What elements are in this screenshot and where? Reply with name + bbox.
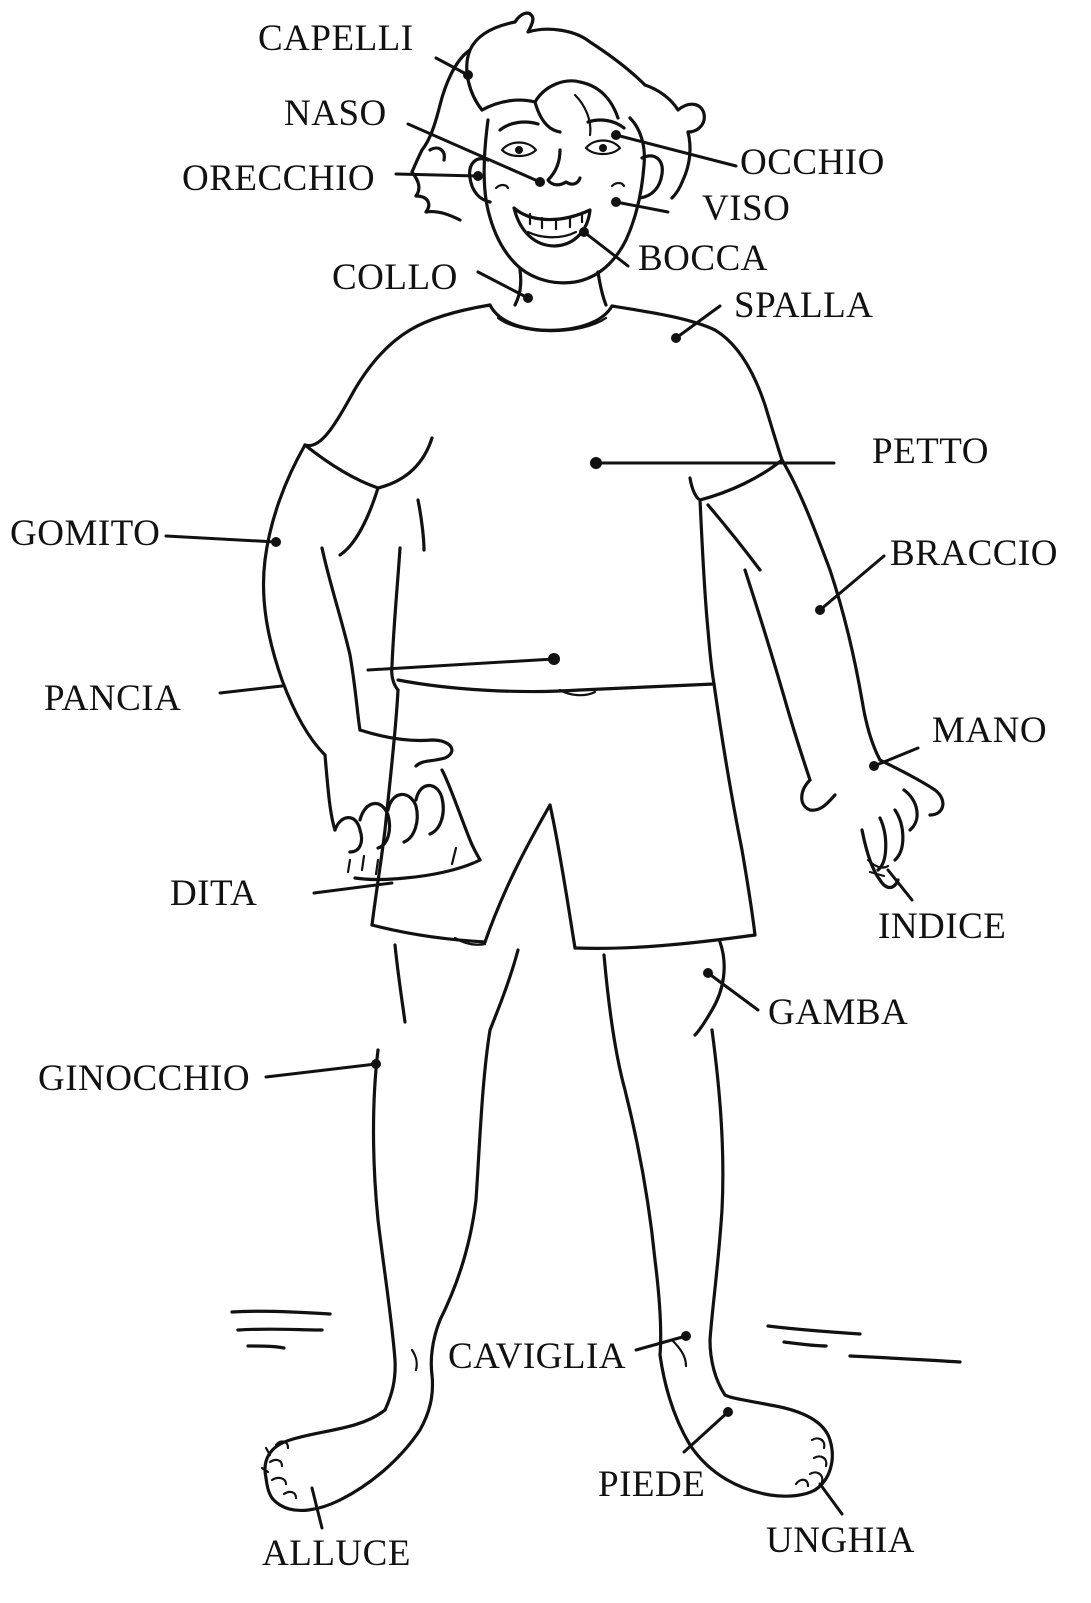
shorts-drawing xyxy=(372,684,755,948)
dot-viso xyxy=(611,197,621,207)
label-mano: MANO xyxy=(932,712,1047,749)
dot-mano xyxy=(869,761,879,771)
leader-dita xyxy=(314,883,392,893)
leader-occhio xyxy=(616,135,736,166)
right-arm-drawing xyxy=(708,460,943,888)
dot-gamba xyxy=(703,968,713,978)
leader-spalla xyxy=(676,306,720,338)
label-alluce: ALLUCE xyxy=(262,1535,411,1572)
label-naso: NASO xyxy=(284,95,387,132)
label-viso: VISO xyxy=(702,190,790,227)
label-caviglia: CAVIGLIA xyxy=(448,1338,626,1375)
label-spalla: SPALLA xyxy=(734,287,873,324)
label-collo: COLLO xyxy=(332,259,458,296)
dot-caviglia xyxy=(681,1331,691,1341)
dot-pancia xyxy=(548,653,560,665)
label-gamba: GAMBA xyxy=(768,994,908,1031)
label-indice: INDICE xyxy=(878,908,1006,945)
label-dita: DITA xyxy=(170,875,257,912)
label-gomito: GOMITO xyxy=(10,515,160,552)
label-piede: PIEDE xyxy=(598,1466,705,1503)
dot-petto xyxy=(590,457,602,469)
leader-pancia xyxy=(368,659,554,670)
dot-gomito xyxy=(271,537,281,547)
label-orecchio: ORECCHIO xyxy=(182,160,375,197)
leader-mano xyxy=(874,748,918,766)
leader-unghia xyxy=(820,1484,842,1514)
dot-spalla xyxy=(671,333,681,343)
leader-braccio xyxy=(820,556,884,610)
leader-gomito xyxy=(166,536,276,542)
leader-ginocchio xyxy=(266,1064,376,1077)
leader-viso xyxy=(616,202,668,212)
dot-capelli xyxy=(463,70,473,80)
dot-collo xyxy=(523,293,533,303)
label-pancia: PANCIA xyxy=(44,680,181,717)
label-petto: PETTO xyxy=(872,433,989,470)
tshirt-drawing xyxy=(305,305,782,695)
label-bocca: BOCCA xyxy=(638,240,768,277)
leader-piede xyxy=(684,1412,728,1452)
label-capelli: CAPELLI xyxy=(258,20,414,57)
dot-braccio xyxy=(815,605,825,615)
label-occhio: OCCHIO xyxy=(740,144,885,181)
label-braccio: BRACCIO xyxy=(890,535,1058,572)
dot-orecchio xyxy=(473,171,483,181)
leader-orecchio xyxy=(396,174,478,176)
dot-naso xyxy=(535,177,545,187)
dot-occhio xyxy=(611,130,621,140)
label-unghia: UNGHIA xyxy=(766,1522,915,1559)
left-arm-drawing xyxy=(264,445,480,880)
dot-piede xyxy=(723,1407,733,1417)
leader-indice xyxy=(888,870,912,900)
feet-drawing xyxy=(262,1355,832,1510)
leader-pancia-left xyxy=(220,686,282,693)
dot-ginocchio xyxy=(371,1059,381,1069)
label-ginocchio: GINOCCHIO xyxy=(38,1060,250,1097)
dot-bocca xyxy=(579,227,589,237)
face-drawing xyxy=(470,118,663,283)
hair-drawing xyxy=(412,13,704,220)
neck-drawing xyxy=(490,270,612,331)
